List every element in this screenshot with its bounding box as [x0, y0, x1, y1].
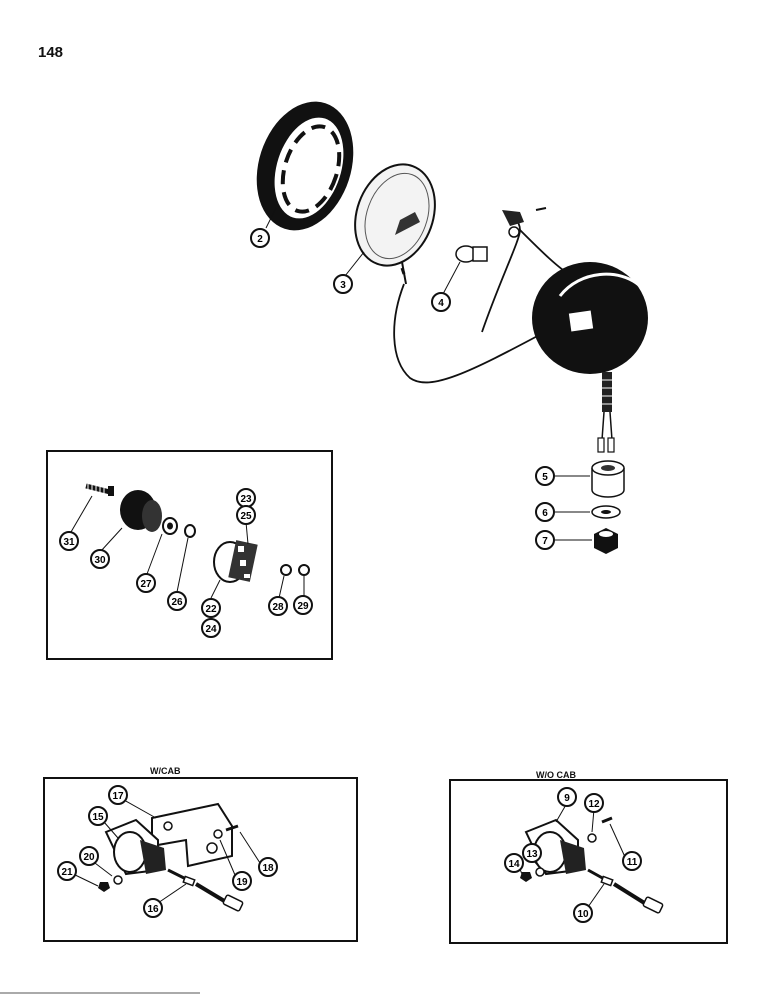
- svg-text:2: 2: [257, 234, 263, 245]
- nut: [594, 528, 618, 554]
- svg-text:17: 17: [112, 791, 124, 802]
- svg-text:28: 28: [272, 602, 284, 613]
- terminal-nut: [280, 564, 292, 576]
- svg-text:13: 13: [526, 849, 538, 860]
- switch-panel-frame: [46, 450, 333, 660]
- trim-ring: [256, 101, 354, 231]
- nocab-lockwasher: [587, 833, 597, 843]
- screw: [85, 483, 114, 496]
- svg-text:4: 4: [438, 298, 444, 309]
- svg-text:3: 3: [340, 280, 346, 291]
- svg-text:6: 6: [542, 508, 548, 519]
- svg-text:9: 9: [564, 793, 570, 804]
- callout-19: 19: [232, 871, 252, 891]
- svg-text:5: 5: [542, 472, 548, 483]
- svg-text:24: 24: [205, 624, 217, 635]
- nocab-nut: [520, 872, 532, 882]
- lamp-body-cab: [104, 818, 166, 876]
- lamp-body-nocab: [524, 818, 586, 876]
- svg-text:14: 14: [508, 859, 520, 870]
- svg-text:27: 27: [140, 579, 152, 590]
- svg-text:25: 25: [240, 511, 252, 522]
- with-cab-label: W/CAB: [150, 766, 181, 776]
- callout-11: 11: [622, 851, 642, 871]
- callout-31: 31: [59, 531, 79, 551]
- svg-text:15: 15: [92, 812, 104, 823]
- callout-13: 13: [522, 843, 542, 863]
- switch-body: [213, 540, 258, 583]
- nocab-washer: [535, 867, 545, 877]
- callout-17: 17: [108, 785, 128, 805]
- spacer: [591, 460, 625, 498]
- callout-14: 14: [504, 853, 524, 873]
- callout-20: 20: [79, 846, 99, 866]
- callout-2: 2: [250, 228, 270, 248]
- callout-4: 4: [431, 292, 451, 312]
- svg-text:7: 7: [542, 536, 548, 547]
- svg-text:29: 29: [297, 601, 309, 612]
- bulb: [455, 245, 488, 263]
- svg-text:12: 12: [588, 799, 600, 810]
- lens-wire: [393, 283, 546, 384]
- without-cab-label: W/O CAB: [536, 770, 576, 780]
- callout-25: 25: [236, 505, 256, 525]
- svg-text:31: 31: [63, 537, 75, 548]
- callout-26: 26: [167, 591, 187, 611]
- callout-15: 15: [88, 806, 108, 826]
- knob: [120, 490, 162, 532]
- switch-washer: [184, 524, 196, 538]
- callout-5: 5: [535, 466, 555, 486]
- callout-6: 6: [535, 502, 555, 522]
- callout-27: 27: [136, 573, 156, 593]
- svg-text:26: 26: [171, 597, 183, 608]
- callout-30: 30: [90, 549, 110, 569]
- svg-text:19: 19: [236, 877, 248, 888]
- callout-9: 9: [557, 787, 577, 807]
- callout-23: 23: [236, 488, 256, 508]
- svg-text:23: 23: [240, 494, 252, 505]
- terminal-washer: [298, 564, 310, 576]
- callout-3: 3: [333, 274, 353, 294]
- nocab-screw: [601, 816, 613, 824]
- svg-text:11: 11: [627, 857, 638, 868]
- callout-16: 16: [143, 898, 163, 918]
- bracket-screw: [225, 824, 239, 832]
- callout-28: 28: [268, 596, 288, 616]
- headlamp-housing: [532, 262, 648, 453]
- cab-nut: [98, 882, 110, 892]
- svg-text:20: 20: [83, 852, 95, 863]
- cab-washer: [113, 875, 123, 885]
- svg-text:22: 22: [205, 604, 217, 615]
- svg-text:16: 16: [147, 904, 159, 915]
- with-cab-frame: [43, 777, 358, 942]
- callout-21: 21: [57, 861, 77, 881]
- socket-clip: [502, 207, 547, 238]
- plug-nocab: [587, 868, 664, 914]
- callout-22: 22: [201, 598, 221, 618]
- bracket-washer: [213, 829, 223, 839]
- washer: [591, 505, 621, 519]
- callout-24: 24: [201, 618, 221, 638]
- plug-cab: [167, 868, 244, 912]
- svg-text:21: 21: [61, 867, 73, 878]
- callout-29: 29: [293, 595, 313, 615]
- svg-text:30: 30: [94, 555, 106, 566]
- callout-18: 18: [258, 857, 278, 877]
- page-number: 148: [38, 44, 64, 61]
- callout-10: 10: [573, 903, 593, 923]
- svg-text:10: 10: [577, 909, 589, 920]
- without-cab-frame: [449, 779, 728, 944]
- lens-unit: [354, 163, 436, 285]
- svg-text:18: 18: [262, 863, 274, 874]
- callout-12: 12: [584, 793, 604, 813]
- socket-wire: [481, 213, 521, 333]
- callout-7: 7: [535, 530, 555, 550]
